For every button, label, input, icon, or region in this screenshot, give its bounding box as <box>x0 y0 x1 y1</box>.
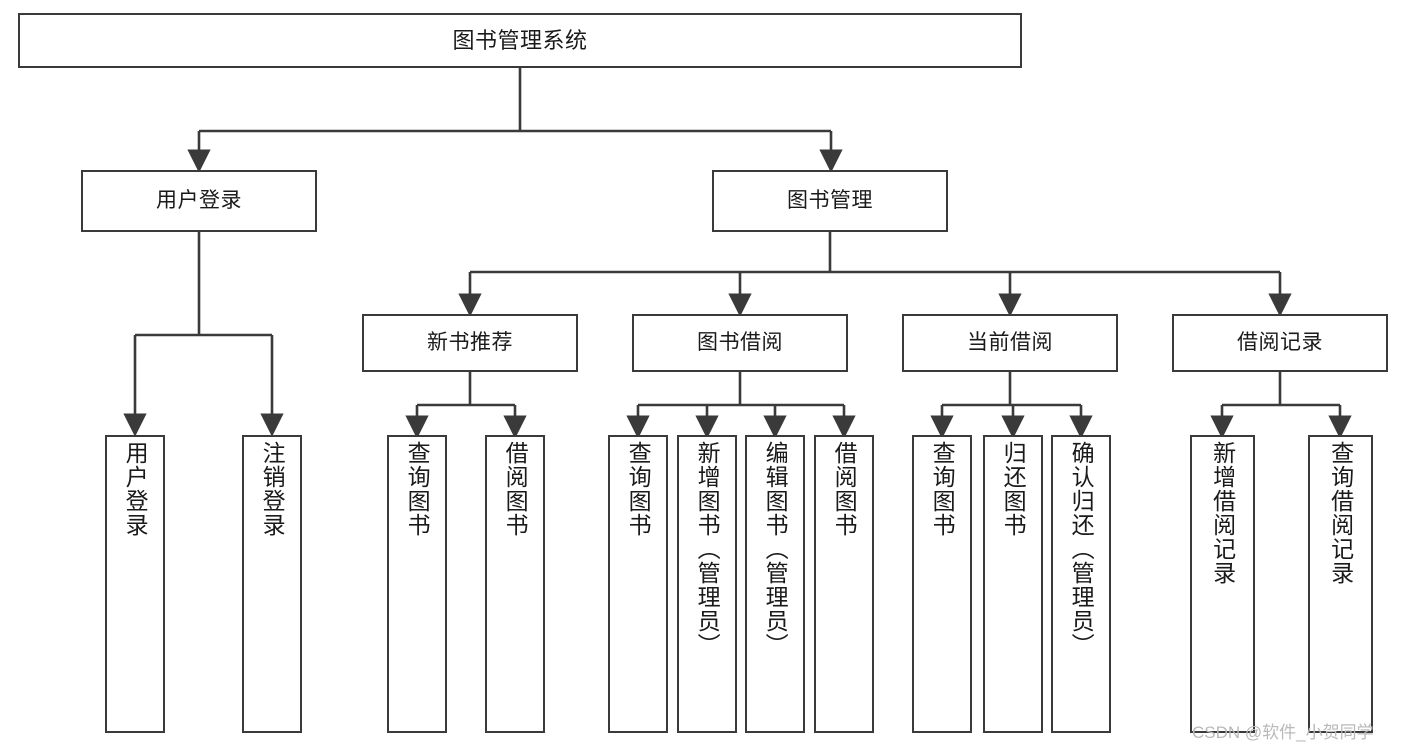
node-label: 查询图书 <box>929 441 956 537</box>
node-book-management[interactable]: 图书管理 <box>712 170 948 232</box>
leaf-edit-book-admin[interactable]: 编辑图书（管理员） <box>745 435 805 733</box>
csdn-watermark: CSDN @软件_小贺同学 <box>1192 723 1374 742</box>
node-borrow-record[interactable]: 借阅记录 <box>1172 314 1388 372</box>
node-label: 确认归还（管理员） <box>1068 441 1095 657</box>
node-label: 图书管理系统 <box>452 27 588 53</box>
node-label: 借阅图书 <box>502 441 529 537</box>
leaf-borrow-book[interactable]: 借阅图书 <box>814 435 874 733</box>
node-label: 用户登录 <box>156 188 242 212</box>
leaf-borrow-book-newbook[interactable]: 借阅图书 <box>485 435 545 733</box>
leaf-return-book[interactable]: 归还图书 <box>983 435 1043 733</box>
node-label: 借阅图书 <box>831 441 858 537</box>
leaf-query-book-current[interactable]: 查询图书 <box>912 435 972 733</box>
node-label: 归还图书 <box>1000 441 1027 537</box>
node-label: 图书管理 <box>787 188 873 212</box>
node-label: 查询图书 <box>404 441 431 537</box>
node-label: 借阅记录 <box>1237 330 1323 354</box>
node-label: 注销登录 <box>259 441 286 537</box>
node-label: 查询借阅记录 <box>1327 441 1354 585</box>
leaf-logout-login[interactable]: 注销登录 <box>242 435 302 733</box>
leaf-query-borrow-record[interactable]: 查询借阅记录 <box>1308 435 1373 733</box>
leaf-query-book-newbook[interactable]: 查询图书 <box>387 435 447 733</box>
node-book-borrow[interactable]: 图书借阅 <box>632 314 848 372</box>
node-label: 编辑图书（管理员） <box>762 441 789 657</box>
leaf-add-book-admin[interactable]: 新增图书（管理员） <box>677 435 737 733</box>
leaf-query-book-borrow[interactable]: 查询图书 <box>608 435 668 733</box>
node-label: 新增图书（管理员） <box>694 441 721 657</box>
node-root-system[interactable]: 图书管理系统 <box>18 13 1022 68</box>
node-label: 当前借阅 <box>967 330 1053 354</box>
node-user-login[interactable]: 用户登录 <box>81 170 317 232</box>
node-label: 新书推荐 <box>427 330 513 354</box>
node-current-borrow[interactable]: 当前借阅 <box>902 314 1118 372</box>
node-label: 用户登录 <box>122 441 149 537</box>
leaf-add-borrow-record[interactable]: 新增借阅记录 <box>1190 435 1255 733</box>
node-label: 新增借阅记录 <box>1209 441 1236 585</box>
node-new-book-recommend[interactable]: 新书推荐 <box>362 314 578 372</box>
node-label: 图书借阅 <box>697 330 783 354</box>
leaf-user-login[interactable]: 用户登录 <box>105 435 165 733</box>
node-label: 查询图书 <box>625 441 652 537</box>
leaf-confirm-return-admin[interactable]: 确认归还（管理员） <box>1051 435 1111 733</box>
